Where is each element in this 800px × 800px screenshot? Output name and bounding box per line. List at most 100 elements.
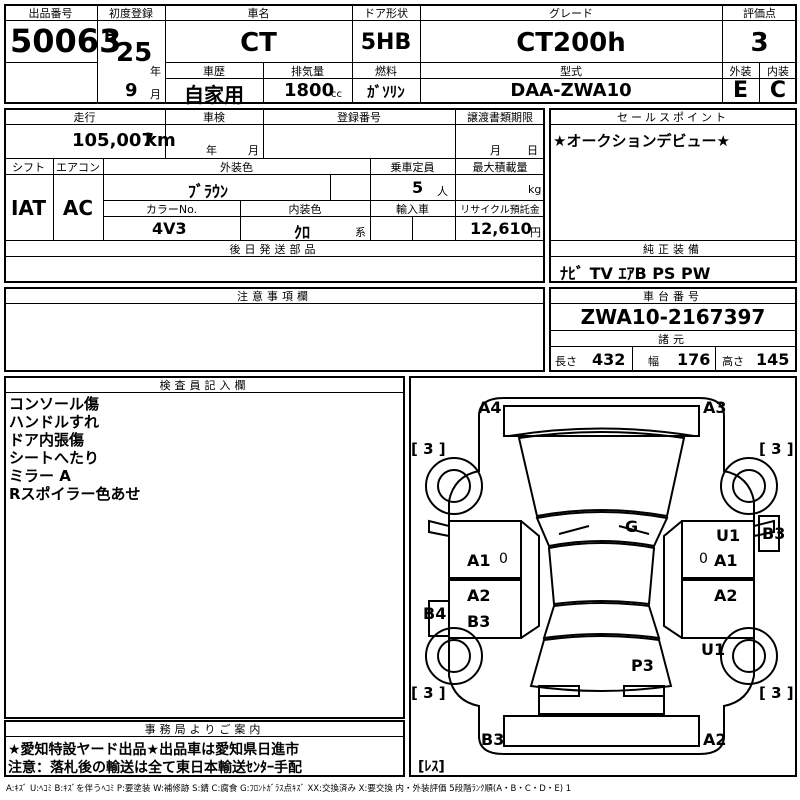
reg-year: 25 bbox=[116, 38, 153, 68]
equipment-label: 純正装備 bbox=[643, 243, 703, 256]
ac-label: エアコン bbox=[56, 161, 100, 174]
grade: CT200h bbox=[516, 28, 626, 58]
damage-mark: G bbox=[625, 517, 639, 536]
tire-score-front-left: [ 3 ] bbox=[411, 440, 446, 458]
month-unit: 月 bbox=[150, 88, 161, 101]
office-box bbox=[4, 720, 405, 777]
office-label: 事務局よりご案内 bbox=[144, 723, 265, 736]
reg-no-label: 登録番号 bbox=[337, 111, 381, 124]
color-no-label: カラーNo. bbox=[145, 203, 198, 216]
first-reg-label: 初度登録 bbox=[109, 7, 153, 20]
mileage-unit: km bbox=[145, 130, 176, 151]
details-block bbox=[4, 108, 545, 283]
remark-line: コンソール傷 bbox=[9, 395, 100, 413]
history-label: 車歴 bbox=[203, 65, 225, 78]
damage-mark: B4 bbox=[423, 604, 447, 623]
disp-label: 排気量 bbox=[291, 65, 324, 78]
remark-line: ミラー A bbox=[9, 467, 71, 485]
transfer-day-unit: 日 bbox=[527, 144, 538, 157]
transfer-label: 譲渡書類期限 bbox=[467, 111, 533, 124]
sales-point-text: ★オークションデビュー★ bbox=[553, 132, 730, 150]
sales-point-box bbox=[549, 108, 797, 283]
legend: A:ｷｽﾞ U:ﾍｺﾐ B:ｷｽﾞを伴うﾍｺﾐ P:要塗装 W:補修跡 S:錆 … bbox=[6, 784, 572, 794]
length-label: 長さ bbox=[555, 355, 577, 368]
damage-mark: A1 bbox=[714, 551, 738, 570]
grade-label: グレード bbox=[549, 7, 593, 20]
capacity-label: 乗車定員 bbox=[390, 161, 435, 174]
notes-label: 注意事項欄 bbox=[237, 290, 312, 303]
reg-month: 9 bbox=[125, 80, 138, 101]
shift-label: シフト bbox=[12, 161, 45, 174]
model-label: 型式 bbox=[560, 65, 582, 78]
color-no: 4V3 bbox=[152, 219, 187, 238]
recycle-fee: 12,610 bbox=[470, 219, 532, 238]
dims-label: 諸元 bbox=[658, 333, 688, 346]
damage-mark: 0 bbox=[499, 551, 508, 567]
remark-line: シートへたり bbox=[9, 449, 100, 467]
notes-box bbox=[4, 287, 545, 372]
fuel-label: 燃料 bbox=[375, 65, 397, 78]
damage-mark: B3 bbox=[762, 524, 786, 543]
height-label: 高さ bbox=[722, 355, 744, 368]
damage-mark: P3 bbox=[631, 656, 654, 675]
ac: AC bbox=[62, 196, 94, 220]
inspector-label: 検査員記入欄 bbox=[159, 379, 250, 392]
fuel: ｶﾞｿﾘﾝ bbox=[367, 83, 405, 101]
mileage-label: 走行 bbox=[73, 111, 96, 124]
int-color-label: 内装色 bbox=[288, 203, 322, 216]
recycle-label: リサイクル預託金 bbox=[460, 205, 540, 216]
length: 432 bbox=[592, 350, 626, 369]
recycle-unit: 円 bbox=[530, 226, 541, 239]
model-code: DAA-ZWA10 bbox=[510, 80, 632, 101]
inspection-year-unit: 年 bbox=[206, 144, 217, 157]
damage-mark: A3 bbox=[703, 398, 727, 417]
remark-line: Rスポイラー色あせ bbox=[9, 485, 141, 503]
score-label: 評価点 bbox=[743, 7, 776, 20]
inspector-remarks: コンソール傷 ハンドルすれ ドア内張傷 シートへたり ミラー A Rスポイラー色… bbox=[9, 395, 141, 503]
tire-score-rear-right: [ 3 ] bbox=[759, 684, 794, 702]
office-line-1: ★愛知特設ヤード出品★出品車は愛知県日進市 bbox=[8, 742, 300, 758]
load-label: 最大積載量 bbox=[472, 161, 528, 174]
car-name: CT bbox=[240, 28, 277, 58]
lot-label: 出品番号 bbox=[28, 7, 73, 20]
damage-mark: U1 bbox=[701, 640, 726, 659]
damage-mark: A1 bbox=[467, 551, 491, 570]
mileage: 105,007 bbox=[72, 130, 154, 151]
damage-mark: B3 bbox=[481, 730, 505, 749]
damage-mark: B3 bbox=[467, 612, 491, 631]
equipment-items: ﾅﾋﾞ TV ｴｱB PS PW bbox=[560, 264, 711, 283]
import-label: 輸入車 bbox=[396, 203, 429, 216]
later-label: 後日発送部品 bbox=[229, 243, 320, 256]
damage-mark: U1 bbox=[716, 526, 741, 545]
sales-point-label: セールスポイント bbox=[617, 111, 729, 124]
remark-line: ドア内張傷 bbox=[9, 431, 85, 449]
car-diagram bbox=[425, 397, 780, 755]
tire-score-front-right: [ 3 ] bbox=[759, 440, 794, 458]
disp-unit: cc bbox=[331, 89, 342, 100]
chassis-box bbox=[549, 287, 797, 372]
capacity-unit: 人 bbox=[437, 185, 448, 198]
car-diagram-box bbox=[409, 376, 797, 777]
damage-mark: A2 bbox=[703, 730, 727, 749]
remark-line: ハンドルすれ bbox=[9, 413, 100, 431]
year-unit: 年 bbox=[150, 65, 161, 78]
shift: IAT bbox=[10, 196, 46, 220]
capacity: 5 bbox=[412, 178, 424, 197]
damage-mark: A4 bbox=[478, 398, 502, 417]
color: ﾌﾞﾗｳﾝ bbox=[188, 182, 229, 201]
damage-mark: A2 bbox=[714, 586, 738, 605]
history: 自家用 bbox=[184, 83, 244, 107]
tire-score-rear-left: [ 3 ] bbox=[411, 684, 446, 702]
ext-score: E bbox=[732, 78, 749, 103]
load-unit: kg bbox=[528, 183, 542, 196]
int-color-unit: 系 bbox=[355, 226, 366, 239]
inspection-label: 車検 bbox=[203, 111, 225, 124]
color-label: 外装色 bbox=[220, 161, 253, 174]
displacement: 1800 bbox=[284, 80, 335, 101]
transfer-month-unit: 月 bbox=[490, 144, 501, 157]
width: 176 bbox=[677, 350, 711, 369]
name-label: 車名 bbox=[247, 7, 270, 20]
chassis-label: 車台番号 bbox=[643, 290, 703, 303]
int-color: ｸﾛ bbox=[294, 223, 311, 242]
lot-number: 50063 bbox=[10, 22, 122, 60]
